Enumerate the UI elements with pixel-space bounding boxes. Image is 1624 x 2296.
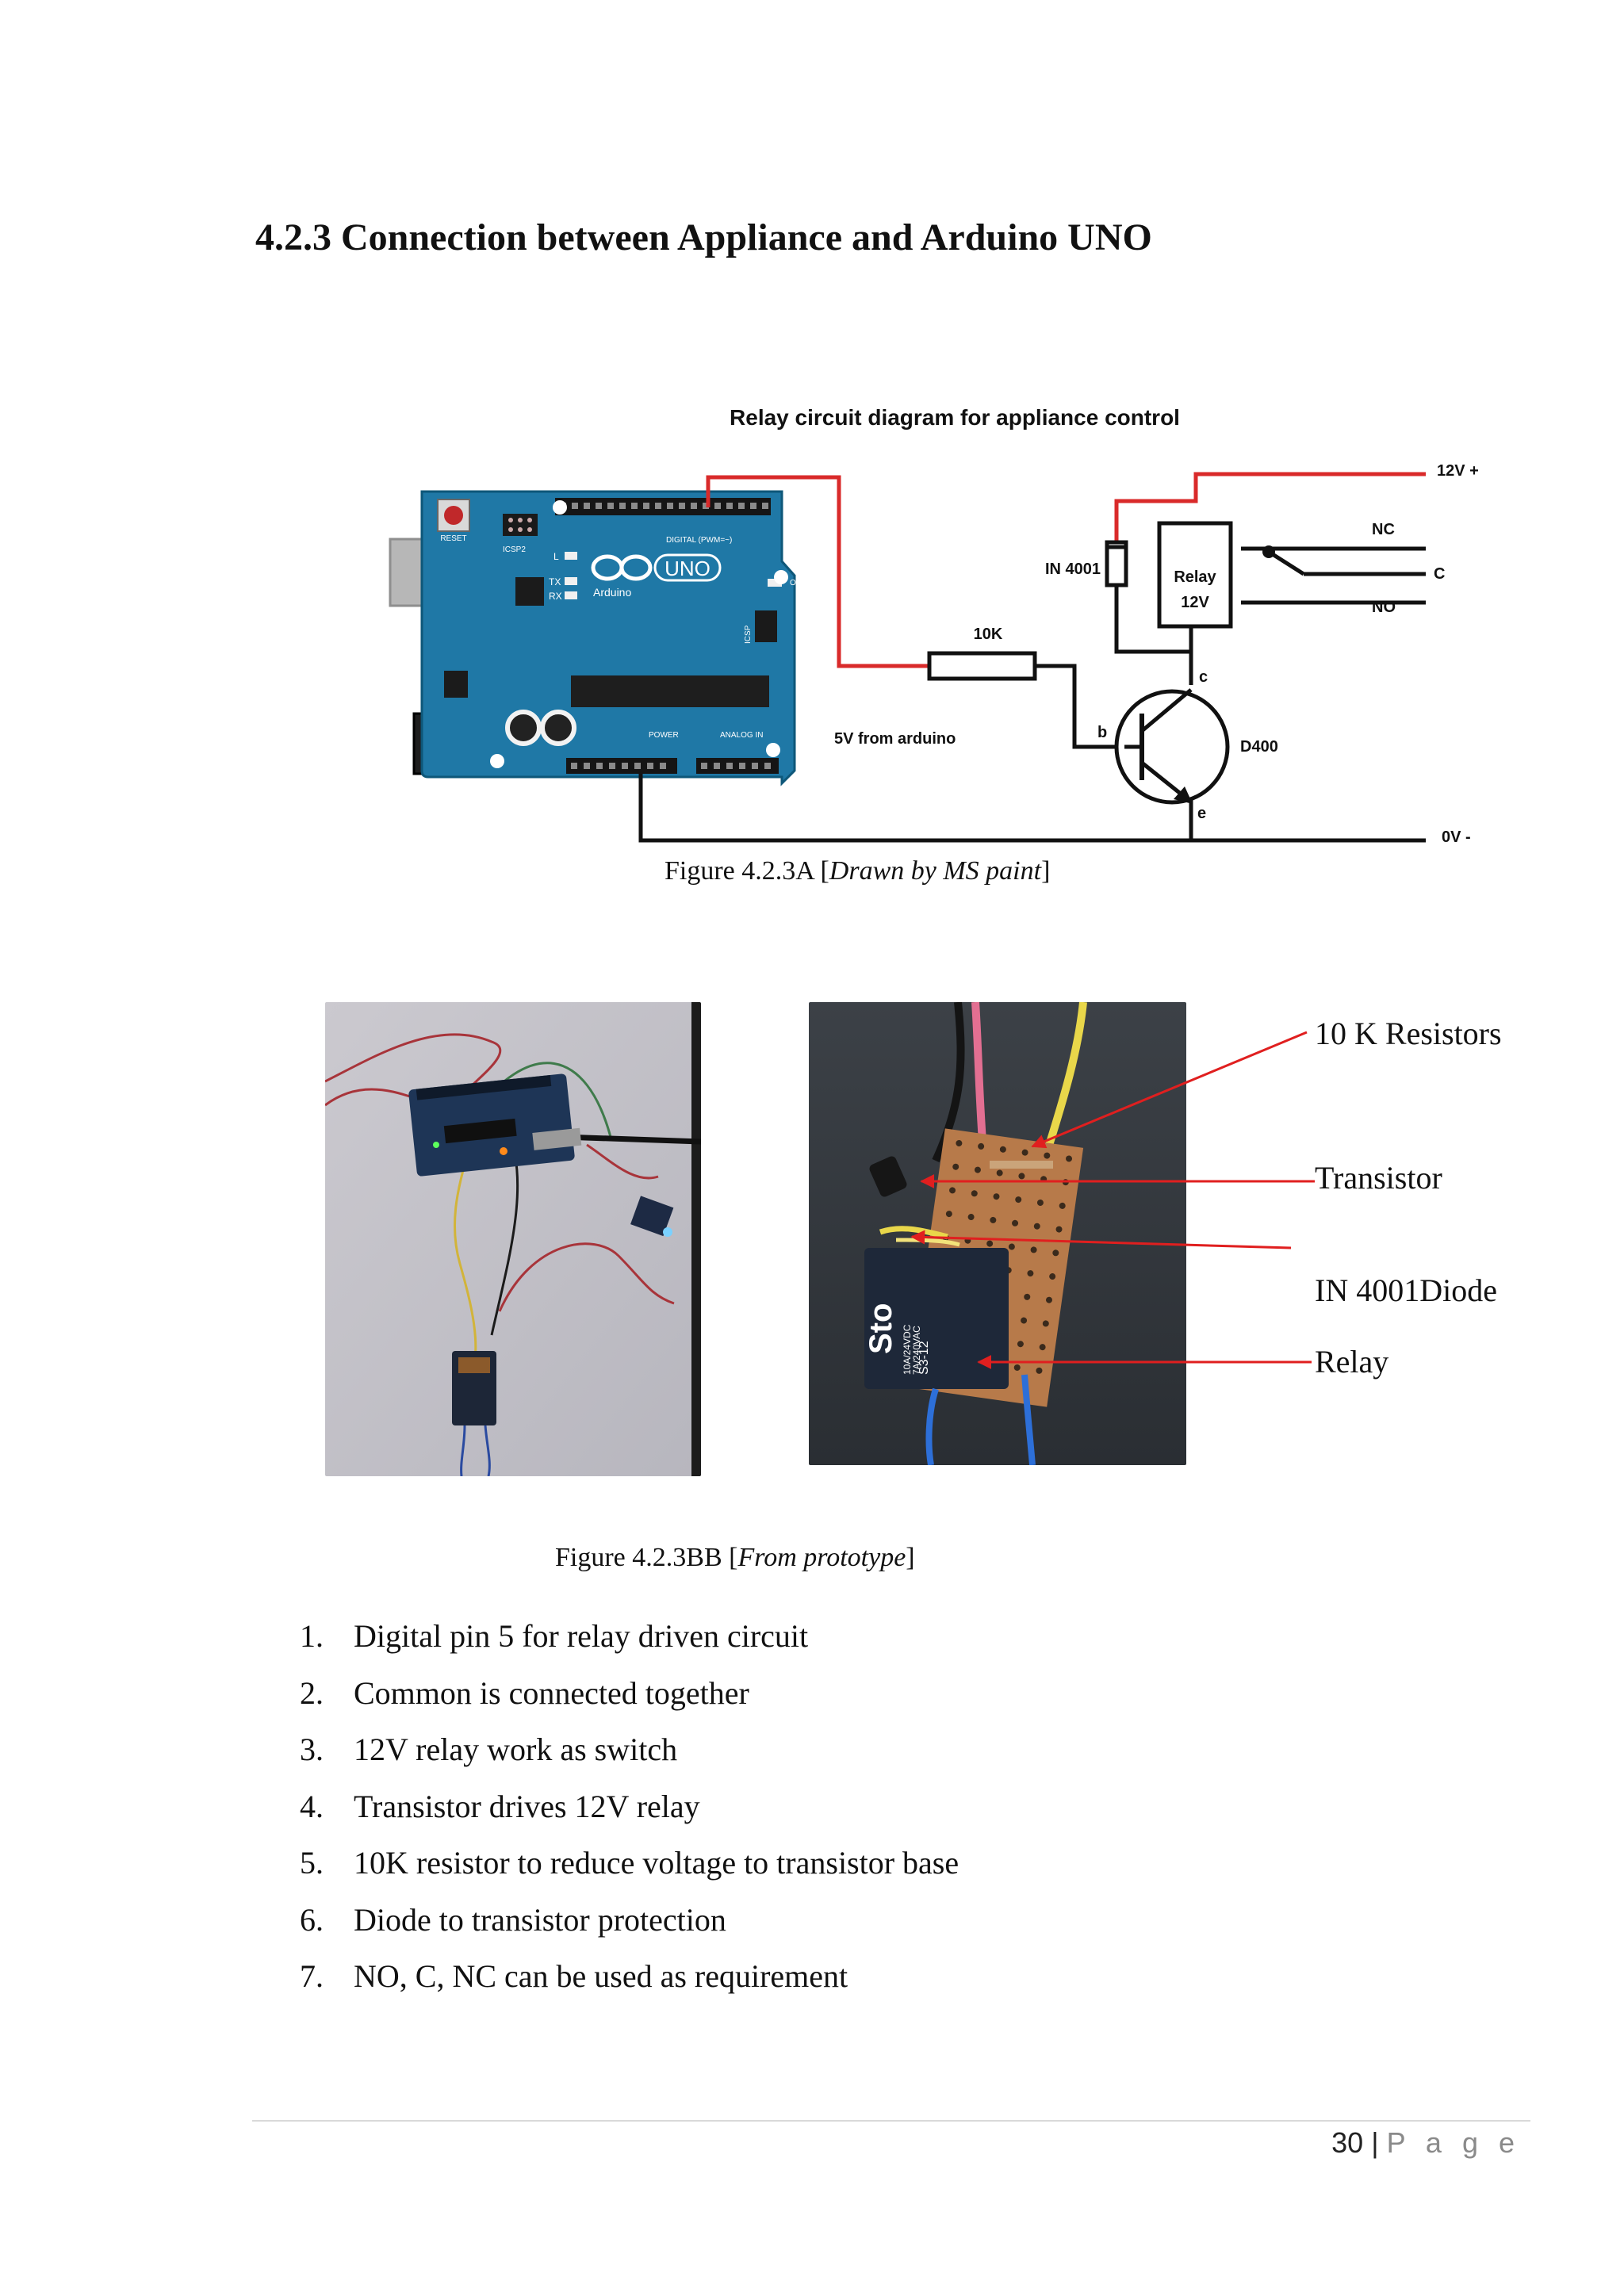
relay-annotation: Relay [1315, 1344, 1389, 1380]
transistor-b-label: b [1097, 724, 1107, 741]
resistor-symbol [927, 651, 1037, 681]
arduino-board [420, 490, 796, 786]
analog-label: ANALOG IN [720, 731, 763, 740]
small-chip [515, 577, 544, 606]
icsp2-label: ICSP2 [503, 545, 526, 554]
page-number: 30 [1331, 2126, 1364, 2159]
microcontroller [571, 675, 769, 707]
relay-label-2: 12V [1181, 594, 1209, 611]
transistor-symbol [1114, 689, 1230, 805]
resistors-annotation: 10 K Resistors [1315, 1016, 1502, 1051]
page-word: P a g e [1386, 2126, 1521, 2159]
page-footer: 30|P a g e [1331, 2126, 1521, 2160]
svg-text:10A/24VDC: 10A/24VDC [902, 1324, 913, 1375]
footer-divider [252, 2120, 1530, 2122]
led-tx-label: TX [549, 576, 561, 587]
icsp-header [755, 610, 777, 642]
list-item: 6.Diode to transistor protection [300, 1901, 726, 1938]
relay-symbol [1157, 521, 1233, 629]
svg-text:S3-12: S3-12 [917, 1341, 931, 1375]
uno-badge [653, 553, 722, 582]
list-item: 7.NO, C, NC can be used as requirement [300, 1958, 848, 1994]
reset-label: RESET [440, 534, 466, 543]
relay-label-1: Relay [1174, 568, 1216, 586]
reset-button [437, 499, 470, 532]
icsp2-header [503, 514, 538, 536]
transistor-e-label: e [1197, 805, 1206, 822]
arduino-infinity-logo [591, 554, 653, 581]
usb-connector [389, 538, 476, 607]
footer-separator: | [1371, 2126, 1379, 2159]
digital-label: DIGITAL (PWM=~) [666, 536, 732, 545]
supply-pos-label: 12V + [1437, 462, 1479, 480]
notes-list: 1.Digital pin 5 for relay driven circuit… [300, 1617, 959, 2015]
icsp-label: ICSP [744, 625, 753, 644]
signal-wire [706, 472, 1426, 668]
diode-annotation: IN 4001Diode [1315, 1272, 1497, 1308]
capacitor [505, 710, 542, 746]
section-heading: 4.2.3 Connection between Appliance and A… [255, 216, 1152, 258]
uno-label: UNO [665, 557, 710, 580]
diagram-title: Relay circuit diagram for appliance cont… [730, 405, 1180, 430]
figure-a-caption: Figure 4.2.3A [Drawn by MS paint] [665, 856, 1051, 886]
list-item: 4.Transistor drives 12V relay [300, 1788, 700, 1824]
transistor-annotation: Transistor [1315, 1160, 1442, 1196]
resistor-label: 10K [974, 626, 1003, 643]
c-label: C [1434, 565, 1445, 583]
list-item: 1.Digital pin 5 for relay driven circuit [300, 1618, 809, 1654]
power-header [566, 758, 677, 774]
diode-label: IN 4001 [1045, 561, 1101, 578]
regulator [444, 671, 468, 698]
capacitor [540, 710, 576, 746]
digital-header [555, 498, 771, 515]
analog-header [696, 758, 779, 774]
transistor-label: D400 [1240, 738, 1278, 756]
prototype-photo-closeup: Sto S3-12 10A/24VDC 7A/240VAC [809, 1002, 1186, 1465]
supply-neg-label: 0V - [1442, 828, 1471, 846]
list-item: 2.Common is connected together [300, 1674, 749, 1711]
no-label: NO [1372, 599, 1396, 616]
nc-label: NC [1372, 521, 1395, 538]
on-label: ON [790, 579, 802, 587]
power-label: POWER [649, 731, 679, 740]
transistor-c-label: c [1199, 668, 1208, 686]
led-l-label: L [553, 551, 559, 562]
dc-jack [412, 712, 485, 775]
prototype-photo-overview [325, 1002, 701, 1476]
relay-print: Sto S3-12 10A/24VDC 7A/240VAC [864, 1303, 931, 1375]
diode-symbol [1105, 540, 1128, 587]
list-item: 3.12V relay work as switch [300, 1732, 678, 1767]
arduino-brand: Arduino [593, 586, 631, 599]
led-rx-label: RX [549, 591, 562, 602]
arduino-supply-label: 5V from arduino [834, 730, 956, 748]
figure-b-caption: Figure 4.2.3BB [From prototype] [555, 1543, 915, 1572]
svg-text:Sto: Sto [864, 1303, 898, 1354]
list-item: 5.10K resistor to reduce voltage to tran… [300, 1845, 959, 1881]
circuit-wires [638, 546, 1426, 843]
svg-text:7A/240VAC: 7A/240VAC [911, 1326, 922, 1375]
